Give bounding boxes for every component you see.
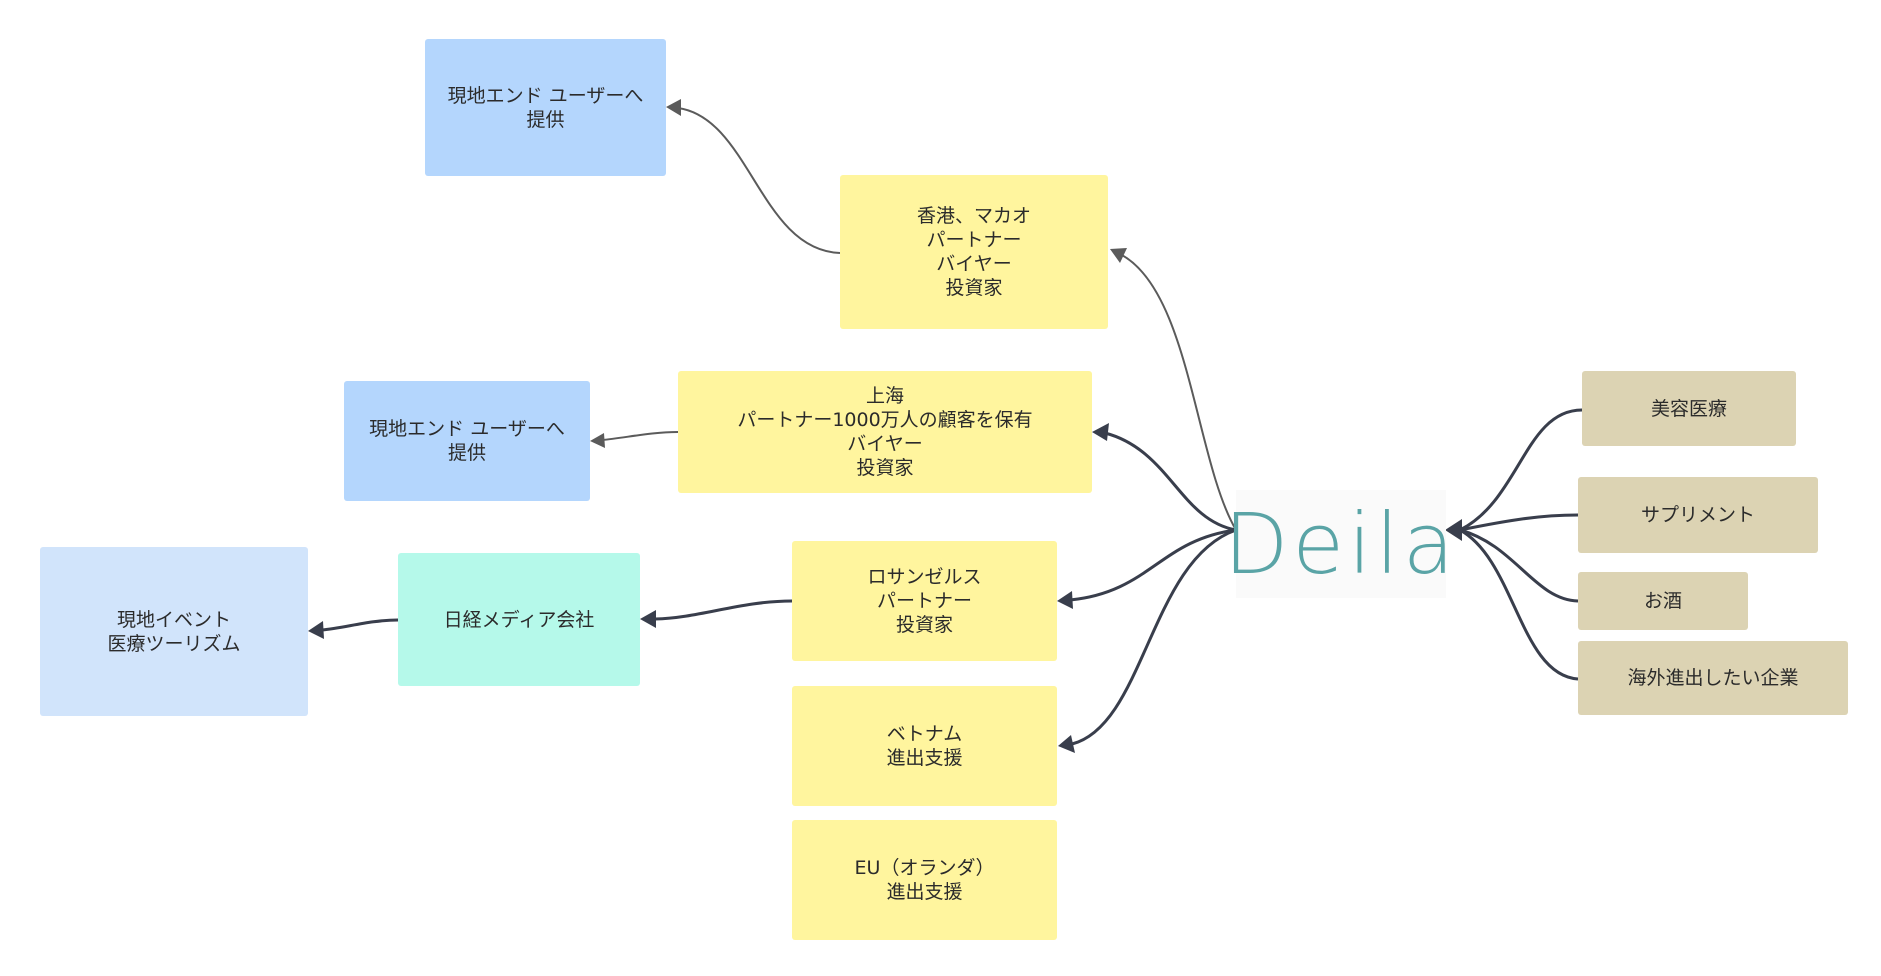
node-local-event[interactable]: 現地イベント 医療ツーリズム <box>40 547 308 716</box>
edge-nikkei-event <box>321 618 399 632</box>
node-hongkong-enduser[interactable]: 現地エンド ユーザーへ 提供 <box>425 39 666 176</box>
node-line: バイヤー <box>936 253 1012 275</box>
edge-deila-shanghai <box>1104 431 1237 532</box>
node-line: 投資家 <box>856 457 914 479</box>
arrowhead-nikkei <box>640 610 656 628</box>
edge-deila-supplement <box>1459 513 1579 532</box>
node-overseas-companies[interactable]: 海外進出したい企業 <box>1578 641 1848 715</box>
node-line: 投資家 <box>945 277 1003 299</box>
node-line: 医療ツーリズム <box>107 632 241 655</box>
edge-deila-hongkong <box>1119 253 1237 531</box>
center-node-deila[interactable]: Deila <box>1224 490 1454 598</box>
node-line: サプリメント <box>1640 504 1755 526</box>
node-line: 現地エンド ユーザーへ <box>447 84 644 107</box>
node-line: パートナー <box>876 590 972 612</box>
node-line: EU（オランダ） <box>854 857 995 879</box>
node-shanghai-enduser[interactable]: 現地エンド ユーザーへ 提供 <box>344 381 590 501</box>
node-line: ベトナム <box>886 723 963 745</box>
edge-hongkong-enduser <box>677 107 841 254</box>
arrowhead-deila-right <box>1445 519 1462 541</box>
node-line: 現地イベント <box>116 608 231 631</box>
node-line: 提供 <box>447 442 486 464</box>
edge-deila-vietnam <box>1071 528 1237 746</box>
node-beauty-medical[interactable]: 美容医療 <box>1582 371 1796 446</box>
node-line: パートナー <box>926 229 1022 251</box>
node-line: パートナー1000万人の顧客を保有 <box>737 409 1033 431</box>
node-line: 日経メディア会社 <box>443 608 595 631</box>
node-line: 香港、マカオ <box>916 205 1031 227</box>
edge-deila-sake <box>1459 528 1579 603</box>
arrowhead-hk-enduser <box>666 99 681 116</box>
node-line: 現地エンド ユーザーへ <box>369 418 565 440</box>
arrowhead-sh-enduser <box>590 433 605 448</box>
edge-deila-la <box>1069 528 1237 602</box>
node-line: 進出支援 <box>886 747 963 769</box>
arrowhead-vietnam <box>1058 735 1075 753</box>
node-line: お酒 <box>1643 590 1682 612</box>
node-line: 投資家 <box>895 614 953 636</box>
node-vietnam[interactable]: ベトナム 進出支援 <box>792 686 1057 806</box>
node-eu[interactable]: EU（オランダ） 進出支援 <box>792 820 1057 940</box>
node-sake[interactable]: お酒 <box>1578 572 1748 630</box>
node-losangeles[interactable]: ロサンゼルス パートナー 投資家 <box>792 541 1057 661</box>
node-hongkong[interactable]: 香港、マカオ パートナー バイヤー 投資家 <box>840 175 1108 329</box>
node-line: 提供 <box>526 108 565 131</box>
node-line: ロサンゼルス <box>867 566 982 588</box>
arrowhead-hongkong <box>1110 248 1127 263</box>
node-shanghai[interactable]: 上海 パートナー1000万人の顧客を保有 バイヤー 投資家 <box>678 371 1092 493</box>
node-supplement[interactable]: サプリメント <box>1578 477 1818 553</box>
node-line: 海外進出したい企業 <box>1627 667 1799 689</box>
edge-shanghai-enduser <box>601 431 679 441</box>
edge-deila-beauty <box>1459 408 1583 532</box>
arrowhead-la <box>1057 591 1073 609</box>
node-nikkei[interactable]: 日経メディア会社 <box>398 553 640 686</box>
deila-logo-text: Deila <box>1223 495 1459 593</box>
node-line: 進出支援 <box>886 881 963 903</box>
node-line: 美容医療 <box>1650 397 1727 420</box>
node-line: バイヤー <box>847 433 923 455</box>
edge-la-nikkei <box>654 599 793 621</box>
arrowhead-event <box>308 621 324 639</box>
arrowhead-shanghai <box>1092 423 1109 441</box>
edge-deila-overseas <box>1459 528 1579 681</box>
node-line: 上海 <box>865 385 904 407</box>
